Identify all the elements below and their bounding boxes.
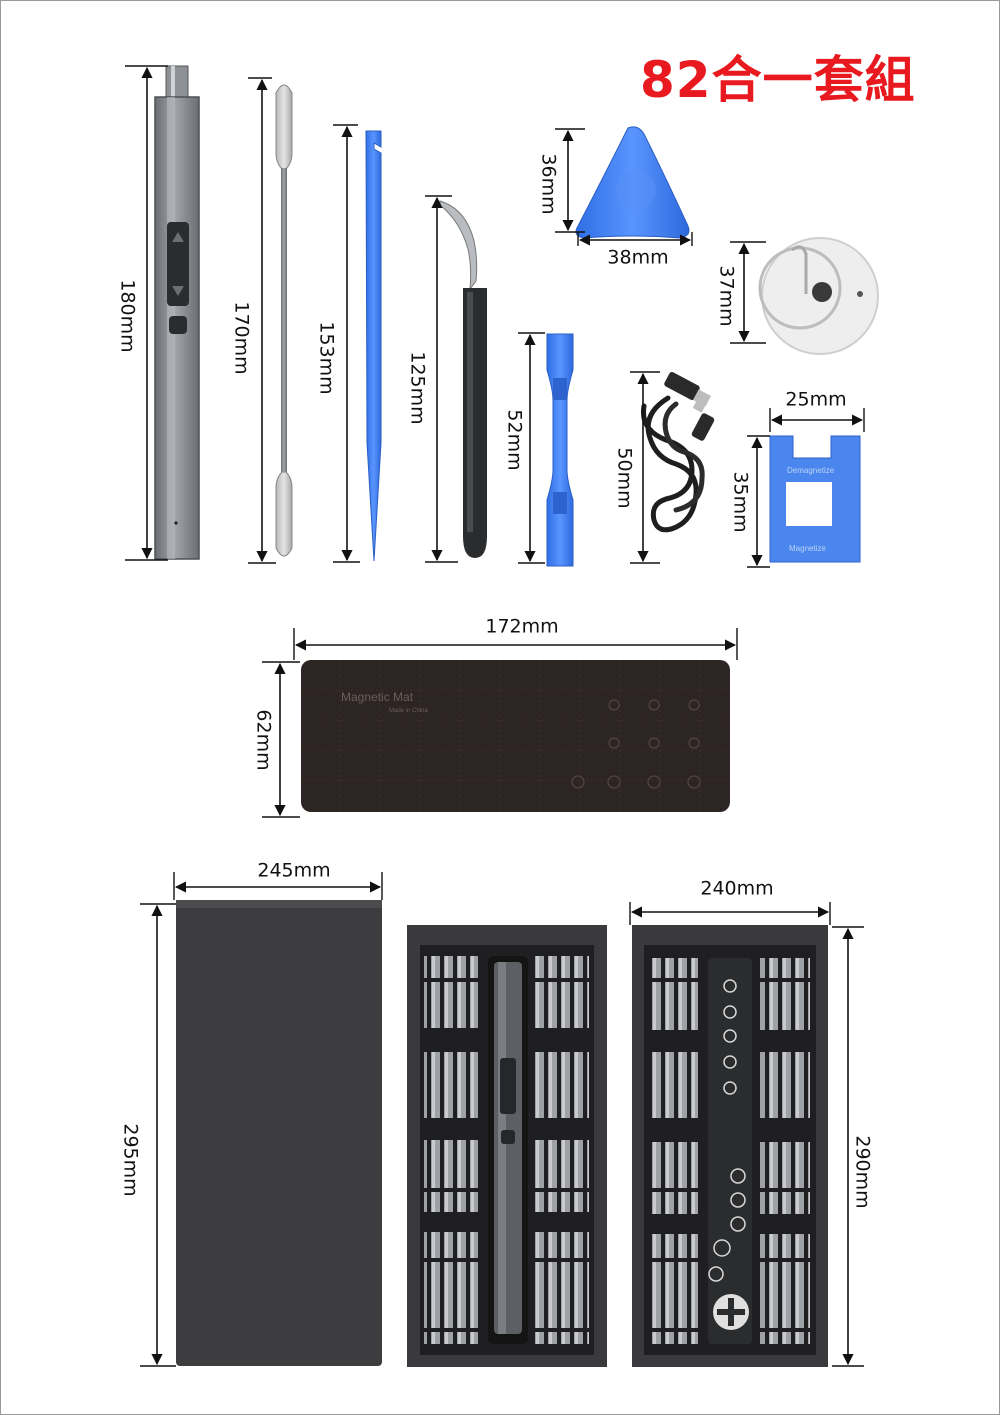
dim-line-spudger bbox=[248, 77, 276, 564]
dim-line-pry-stick bbox=[333, 124, 360, 563]
page-title: 82合一套組 bbox=[640, 51, 916, 109]
dim-line-magnetizer bbox=[747, 408, 865, 568]
dim-suction-cup-label: 37mm bbox=[715, 265, 738, 327]
dim-line-screwdriver bbox=[125, 65, 168, 561]
triangle-pick bbox=[575, 126, 690, 239]
dim-line-cable bbox=[630, 371, 660, 564]
blue-opener bbox=[546, 333, 574, 567]
mat-sublabel: Made in China bbox=[389, 708, 428, 714]
dim-line-mat bbox=[262, 628, 738, 818]
dim-pick-width-label: 38mm bbox=[607, 246, 669, 269]
magnetizer-bottom-label: Magnetize bbox=[789, 544, 826, 553]
open-tray-bits bbox=[632, 925, 828, 1367]
dim-screwdriver-label: 180mm bbox=[116, 279, 139, 353]
blue-pry-stick bbox=[365, 130, 382, 562]
dim-case-width-label: 245mm bbox=[257, 859, 331, 882]
closed-case bbox=[176, 900, 382, 1366]
dim-magnetizer-width-label: 25mm bbox=[785, 388, 847, 411]
mat-label: Magnetic Mat bbox=[341, 690, 414, 704]
dim-opener-label: 52mm bbox=[503, 409, 526, 471]
dim-magnetizer-height-label: 35mm bbox=[729, 471, 752, 533]
dim-tweezers-label: 125mm bbox=[406, 351, 429, 425]
suction-cup bbox=[758, 237, 879, 355]
dim-cable-label: 50mm bbox=[613, 447, 636, 509]
magnetic-mat bbox=[301, 660, 730, 812]
spudger-tool bbox=[275, 84, 293, 557]
open-tray-with-driver bbox=[407, 925, 607, 1367]
usb-cable bbox=[640, 372, 715, 533]
dim-line-pick bbox=[555, 128, 693, 246]
dim-pry-stick-label: 153mm bbox=[315, 321, 338, 395]
dim-mat-width-label: 172mm bbox=[485, 615, 559, 638]
dim-line-suction-cup bbox=[730, 241, 766, 344]
dim-line-tweezers bbox=[425, 195, 458, 563]
electric-screwdriver bbox=[154, 65, 200, 560]
dim-case-height-label: 295mm bbox=[119, 1123, 142, 1197]
dim-pick-height-label: 36mm bbox=[537, 153, 560, 215]
dim-mat-height-label: 62mm bbox=[252, 709, 275, 771]
dim-line-tray bbox=[629, 902, 864, 1367]
dim-line-case bbox=[140, 872, 383, 1367]
dim-line-opener bbox=[518, 332, 545, 564]
dim-tray-width-label: 240mm bbox=[700, 877, 774, 900]
magnetizer-top-label: Demagnetize bbox=[787, 466, 835, 475]
tweezers bbox=[439, 200, 487, 558]
magnetizer bbox=[769, 435, 861, 563]
dim-spudger-label: 170mm bbox=[230, 301, 253, 375]
dim-tray-height-label: 290mm bbox=[851, 1135, 874, 1209]
